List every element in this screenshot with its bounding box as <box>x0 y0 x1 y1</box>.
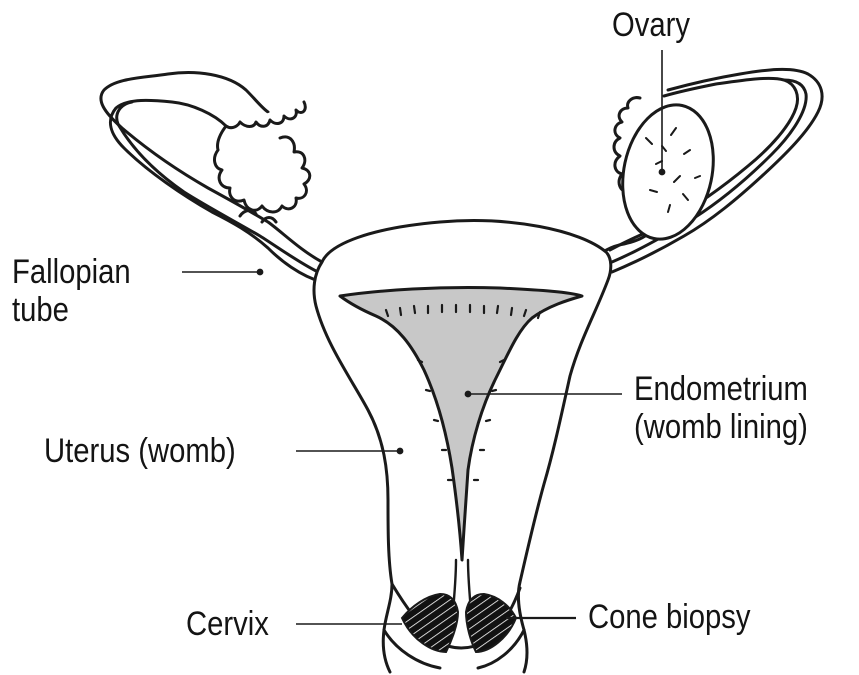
cervix-label: Cervix <box>186 605 269 643</box>
uterus-label: Uterus (womb) <box>44 432 236 470</box>
endometrium-label: Endometrium (womb lining) <box>634 370 808 446</box>
endometrium-label-line1: Endometrium <box>634 370 808 408</box>
cone-biopsy-region <box>402 594 516 652</box>
ovary-label: Ovary <box>612 6 690 44</box>
fallopian-tube-label-line2: tube <box>12 291 131 329</box>
fallopian-tube-label: Fallopian tube <box>12 253 131 329</box>
fallopian-tube-label-line1: Fallopian <box>12 253 131 291</box>
cone-biopsy-label: Cone biopsy <box>588 598 751 636</box>
endometrium-label-line2: (womb lining) <box>634 408 808 446</box>
